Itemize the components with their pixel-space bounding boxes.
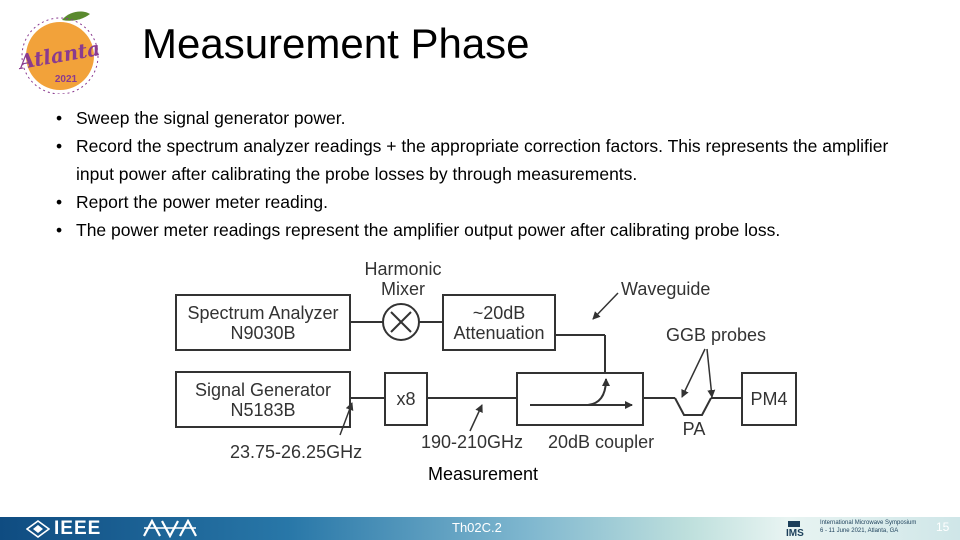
ims-logo-text: IMS xyxy=(786,528,804,537)
multiplier-box xyxy=(384,372,428,426)
atlanta-2021-logo: Atlanta 2021 xyxy=(15,11,102,94)
symposium-name: International Microwave Symposium xyxy=(820,520,917,526)
spectrum-analyzer-box xyxy=(175,294,351,351)
mixer-label: Mixer xyxy=(381,279,425,299)
mtt-society-icon xyxy=(143,519,197,538)
output-frequency-label: 190-210GHz xyxy=(421,432,523,452)
footer-bar: IEEE Th02C.2 IMS International Microwave… xyxy=(0,517,960,540)
signal-generator-label: Signal Generator xyxy=(195,380,331,400)
peach-leaf-icon xyxy=(62,11,90,21)
ims-logo-icon: IMS xyxy=(786,521,804,537)
logo-year: 2021 xyxy=(55,74,78,85)
bullet-list: Sweep the signal generator power. Record… xyxy=(56,104,916,244)
coupler-box xyxy=(516,372,644,426)
symposium-dates: 6 - 11 June 2021, Atlanta, GA xyxy=(820,528,899,534)
pa-symbol xyxy=(674,397,712,416)
coupler-label: 20dB coupler xyxy=(548,432,654,452)
waveguide-label: Waveguide xyxy=(621,279,710,299)
signal-generator-box xyxy=(175,371,351,428)
input-frequency-label: 23.75-26.25GHz xyxy=(230,442,362,462)
spectrum-analyzer-model: N9030B xyxy=(230,323,295,343)
ggb-probes-label: GGB probes xyxy=(666,325,766,345)
page-number: 15 xyxy=(936,520,950,534)
attenuation-label: Attenuation xyxy=(453,323,544,343)
mixer-label: Harmonic xyxy=(364,259,441,279)
attenuation-box xyxy=(442,294,556,351)
ieee-diamond-icon xyxy=(26,520,50,538)
multiplier-label: x8 xyxy=(396,389,415,409)
page-title: Measurement Phase xyxy=(142,20,530,67)
peach-icon xyxy=(26,22,94,90)
bullet-item: The power meter readings represent the a… xyxy=(56,216,916,244)
power-meter-label: PM4 xyxy=(750,389,787,409)
symposium-info: International Microwave Symposium 6 - 11… xyxy=(820,519,916,535)
measurement-setup-diagram: Spectrum Analyzer N9030B Harmonic Mixer … xyxy=(175,259,797,462)
diagram-caption: Measurement xyxy=(428,464,539,484)
pa-label: PA xyxy=(683,419,706,439)
bullet-item: Report the power meter reading. xyxy=(56,188,916,216)
spectrum-analyzer-label: Spectrum Analyzer xyxy=(187,303,338,323)
signal-generator-model: N5183B xyxy=(230,400,295,420)
attenuation-value: ~20dB xyxy=(473,303,526,323)
bullet-item: Record the spectrum analyzer readings + … xyxy=(56,132,916,188)
session-code: Th02C.2 xyxy=(452,520,502,535)
power-meter-box xyxy=(741,372,797,426)
bullet-item: Sweep the signal generator power. xyxy=(56,104,916,132)
ieee-logo-text: IEEE xyxy=(54,518,102,539)
